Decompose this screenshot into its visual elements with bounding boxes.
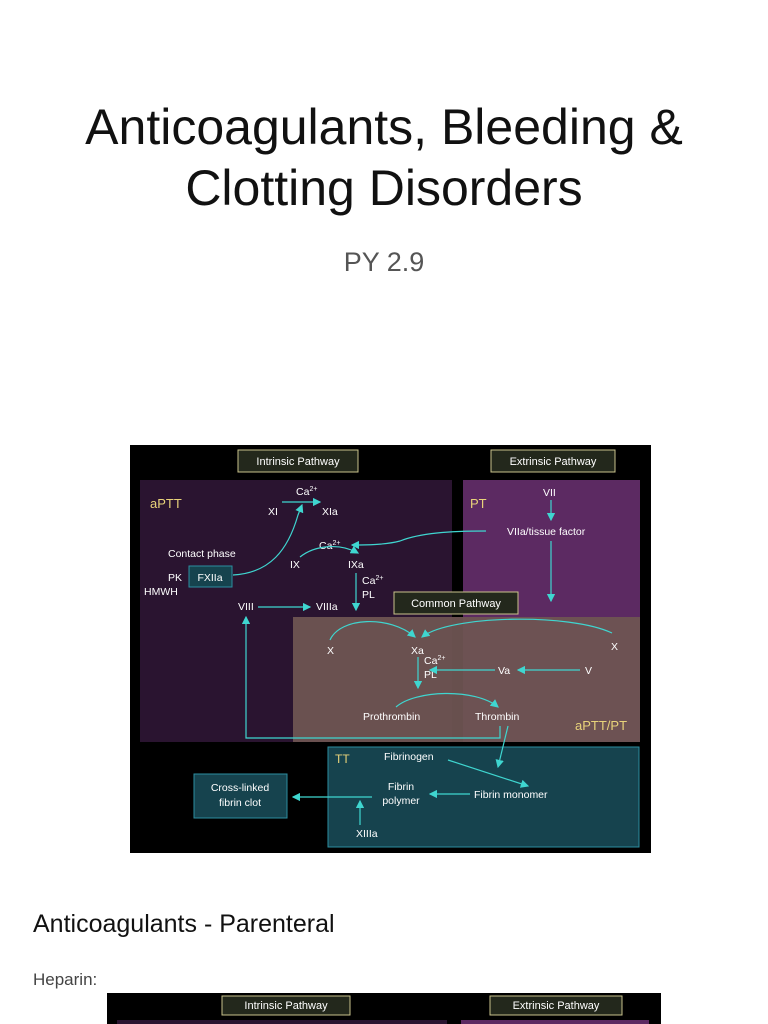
diagram2-extrinsic-region [461, 1020, 649, 1024]
aptt-pt-label: aPTT/PT [575, 718, 627, 733]
title-line-1: Anticoagulants, Bleeding & [85, 99, 683, 155]
ca-label-2: Ca2+ [319, 540, 340, 552]
fxiia-label: FXIIa [197, 572, 222, 584]
aptt-label: aPTT [150, 496, 182, 511]
fibrin-label: Fibrin [388, 781, 414, 793]
pt-label: PT [470, 496, 487, 511]
xiiia-label: XIIIa [356, 828, 378, 840]
tt-label: TT [335, 752, 350, 766]
ca-label-1: Ca2+ [296, 486, 317, 498]
polymer-label: polymer [382, 795, 420, 807]
diagram2-extrinsic-box [489, 995, 623, 1016]
prothrombin-arrow [395, 692, 499, 708]
section-heading: Anticoagulants - Parenteral [33, 910, 335, 938]
extrinsic-pathway-box [490, 449, 616, 473]
tf-to-ix-arrow [350, 530, 487, 550]
xia-label: XIa [322, 506, 338, 518]
ixa-label: IXa [348, 559, 364, 571]
fibrin-clot-label: fibrin clot [219, 797, 261, 809]
fibrin-monomer-label: Fibrin monomer [474, 789, 548, 801]
pk-label: PK [168, 572, 182, 584]
thrombin-feedback-arrow [241, 615, 501, 739]
slide-subtitle: PY 2.9 [343, 247, 425, 277]
common-pathway-box [393, 591, 519, 615]
pl-label-2: PL [424, 669, 437, 681]
fxiia-arrow [232, 503, 304, 576]
ca-label-4: Ca2+ [424, 655, 445, 667]
diagram2-intrinsic-region [117, 1020, 447, 1024]
slide-title: Anticoagulants, Bleeding & Clotting Diso… [0, 97, 768, 219]
fxiia-box [188, 565, 233, 588]
heparin-label: Heparin: [33, 970, 98, 989]
xa-label: Xa [411, 645, 424, 657]
cross-linked-clot-box [193, 773, 288, 819]
xi-label: XI [268, 506, 278, 518]
vii-label: VII [543, 487, 556, 499]
thrombin-label: Thrombin [475, 711, 520, 723]
prothrombin-label: Prothrombin [363, 711, 420, 723]
x-label-right: X [611, 641, 618, 653]
cross-linked-label: Cross-linked [211, 782, 270, 794]
title-line-2: Clotting Disorders [185, 160, 583, 216]
common-region [293, 617, 640, 742]
diagram2-intrinsic-box [221, 995, 351, 1016]
fibrinogen-arrow [447, 759, 530, 788]
viii-label: VIII [238, 601, 254, 613]
extrinsic-pathway-label: Extrinsic Pathway [510, 456, 597, 468]
diagram2-extrinsic-label: Extrinsic Pathway [513, 1000, 600, 1012]
contact-phase-label: Contact phase [168, 548, 236, 560]
x-to-xa-arrow-left [329, 620, 416, 641]
coagulation-cascade-diagram: Intrinsic Pathway Extrinsic Pathway Comm… [130, 445, 651, 853]
viiia-label: VIIIa [316, 601, 338, 613]
coagulation-cascade-diagram-2: Intrinsic Pathway Extrinsic Pathway [107, 993, 661, 1024]
v-label: V [585, 665, 592, 677]
x-label-left: X [327, 645, 334, 657]
va-label: Va [498, 665, 510, 677]
ca-label-3: Ca2+ [362, 575, 383, 587]
ix-label: IX [290, 559, 300, 571]
ix-arrow [299, 545, 360, 558]
hmwh-label: HMWH [144, 586, 178, 598]
fibrinogen-label: Fibrinogen [384, 751, 434, 763]
intrinsic-pathway-box [237, 449, 359, 473]
viia-tissue-factor-label: VIIa/tissue factor [507, 526, 586, 538]
common-pathway-label: Common Pathway [411, 598, 501, 610]
tt-region [327, 746, 640, 848]
intrinsic-pathway-label: Intrinsic Pathway [256, 456, 340, 468]
diagram2-intrinsic-label: Intrinsic Pathway [244, 1000, 328, 1012]
thrombin-to-fibrinogen-arrow [495, 725, 509, 769]
x-to-xa-arrow-right [421, 618, 613, 638]
pl-label-1: PL [362, 589, 375, 601]
